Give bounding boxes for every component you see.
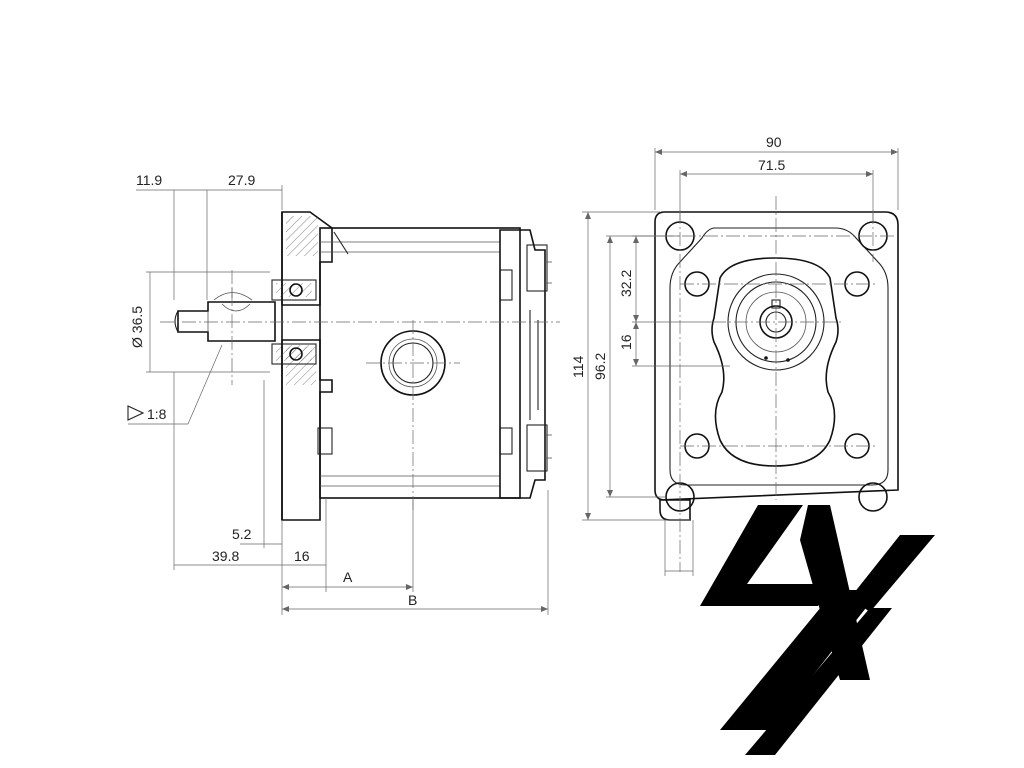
dim-32-2: 32.2: [618, 270, 634, 297]
dim-90: 90: [766, 134, 782, 150]
taper-label: 1:8: [147, 406, 167, 422]
dim-114: 114: [570, 355, 586, 378]
dot-left: [764, 356, 768, 360]
rear-cover: [499, 229, 552, 499]
dot-right: [786, 358, 790, 362]
center-body: [711, 257, 839, 467]
dim-96-2: 96.2: [592, 353, 608, 380]
bolt-holes: [665, 221, 888, 512]
dim-114-group: 114: [570, 211, 690, 521]
mounting-flange: [281, 211, 333, 521]
dim-top-side: 11.9 27.9: [136, 172, 283, 300]
dim-71-5-group: 71.5: [679, 157, 874, 222]
dim-bottom-side: 5.2 39.8 16 A B: [173, 372, 549, 615]
dim-16-front: 16: [618, 334, 634, 350]
dim-71-5: 71.5: [758, 157, 785, 173]
dim-90-group: 90: [654, 134, 899, 210]
dim-36-5: Ø 36.5: [129, 306, 145, 348]
sx-logo: [700, 505, 935, 755]
dim-39-8: 39.8: [212, 548, 239, 564]
dim-16-front-group: 16: [618, 322, 730, 367]
dim-diameter: Ø 36.5: [129, 271, 270, 373]
front-view: 90 71.5 114 96.2 32.2: [570, 134, 899, 576]
drive-shaft: [174, 288, 276, 342]
inner-contour: [669, 227, 889, 486]
dim-bottom-front: [664, 520, 694, 576]
dim-a: A: [343, 569, 353, 585]
dim-32-2-group: 32.2: [618, 235, 712, 323]
dim-5-2: 5.2: [232, 526, 252, 542]
taper-callout: 1:8: [127, 344, 223, 425]
dim-b: B: [408, 592, 417, 608]
dim-16-side: 16: [294, 548, 310, 564]
side-view: 11.9 27.9 Ø 36.5 1:8 5.2 39.8 16: [127, 172, 560, 615]
dim-11-9: 11.9: [136, 172, 162, 188]
dim-27-9: 27.9: [228, 172, 255, 188]
shaft-seal: [271, 279, 317, 365]
